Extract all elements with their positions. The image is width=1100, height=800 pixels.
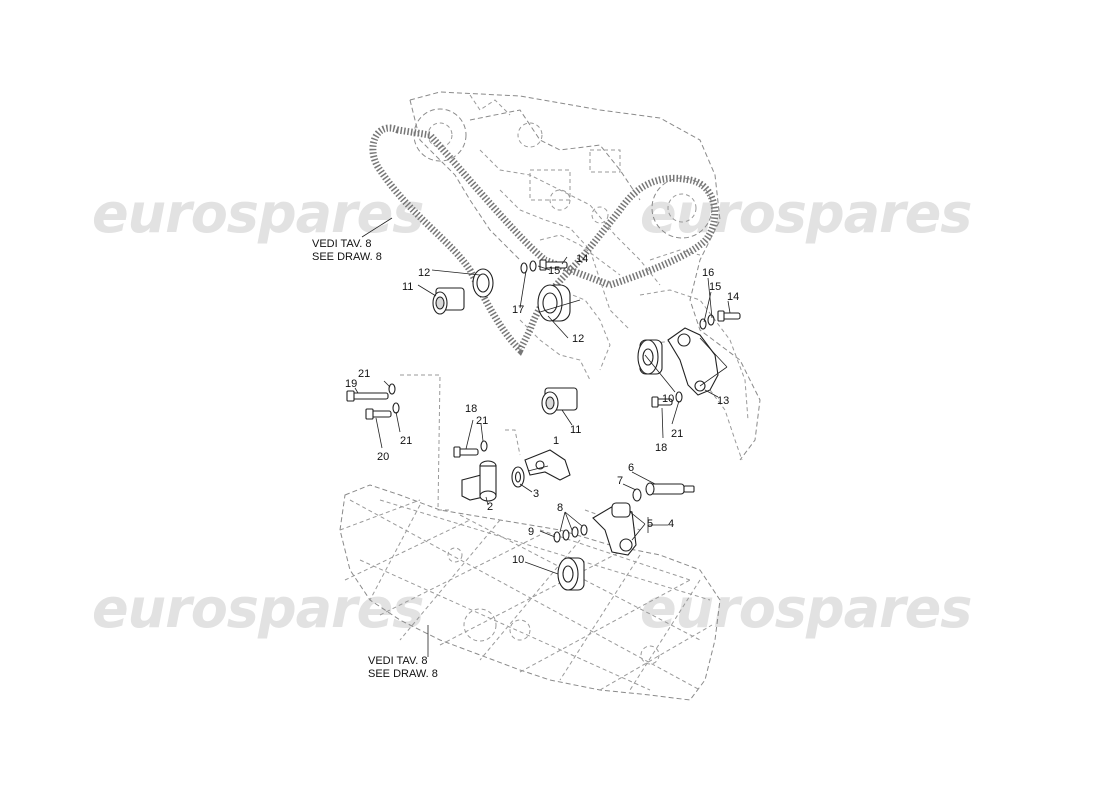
tensioner-arm-lower	[592, 502, 637, 556]
tensioner-bracket-right	[667, 327, 719, 396]
timing-belt	[369, 124, 719, 356]
roller-bush-top	[432, 287, 465, 315]
tensioner-bracket-middle	[524, 449, 571, 481]
callout-21-right: 21	[671, 428, 683, 440]
watermark-top-right: eurospares	[640, 182, 971, 245]
callout-19: 19	[345, 378, 357, 390]
stud-washer	[632, 488, 642, 502]
callout-11-middle: 11	[570, 424, 581, 436]
watermark-top-left: eurospares	[92, 182, 423, 245]
callout-13: 13	[717, 395, 729, 407]
callout-21-middle: 21	[476, 415, 488, 427]
callout-4: 4	[668, 518, 674, 530]
callout-7: 7	[617, 475, 623, 487]
reference-notes: VEDI TAV. 8 SEE DRAW. 8 VEDI TAV. 8 SEE …	[312, 238, 438, 680]
bolts-left	[346, 383, 400, 420]
callout-6: 6	[628, 462, 634, 474]
idler-pulley-lower	[557, 557, 585, 591]
callout-2: 2	[487, 501, 493, 513]
note-bottom-line1: VEDI TAV. 8	[368, 655, 428, 667]
callout-14-top: 14	[576, 253, 588, 265]
stud-bolt	[645, 482, 695, 496]
callout-9: 9	[528, 526, 534, 538]
parts	[346, 259, 741, 591]
bolt-washer-top	[520, 259, 568, 274]
callout-16: 16	[702, 267, 714, 279]
callout-17: 17	[512, 304, 524, 316]
tensioner-pin	[461, 460, 497, 502]
callout-3: 3	[533, 488, 539, 500]
watermark-bottom-right: eurospares	[640, 577, 971, 640]
roller-bush-middle	[541, 387, 578, 415]
callout-18-right: 18	[655, 442, 667, 454]
callout-20: 20	[377, 451, 389, 463]
note-top-line2: SEE DRAW. 8	[312, 251, 382, 263]
note-top-line1: VEDI TAV. 8	[312, 238, 372, 250]
spacer-washer	[511, 466, 525, 488]
callout-10-right: 10	[662, 393, 674, 405]
washer-set	[553, 524, 588, 543]
bolt-washer-right	[699, 310, 741, 330]
callout-1: 1	[553, 435, 559, 447]
watermark-bottom-left: eurospares	[92, 577, 423, 640]
part-callouts: 12 11 14 15 17 12 16 15 14 10 13 21 18 1…	[345, 253, 739, 566]
callout-15-top: 15	[548, 265, 560, 277]
callout-12-middle: 12	[572, 333, 584, 345]
callout-14-right: 14	[727, 291, 739, 303]
callout-15-right: 15	[709, 281, 721, 293]
callout-8: 8	[557, 502, 563, 514]
idler-pulley-right	[637, 339, 663, 375]
callout-10-lower: 10	[512, 554, 524, 566]
seal-ring-top	[472, 268, 494, 298]
callout-18-middle: 18	[465, 403, 477, 415]
tensioner-roller-large	[537, 284, 571, 322]
callout-21-left-bottom: 21	[400, 435, 412, 447]
note-bottom-line2: SEE DRAW. 8	[368, 668, 438, 680]
leader-lines	[354, 217, 731, 657]
watermark-layer: eurospares eurospares eurospares eurospa…	[92, 182, 972, 640]
callout-5: 5	[647, 518, 653, 530]
callout-21-left-top: 21	[358, 368, 370, 380]
assembly-lines	[400, 339, 681, 531]
bolt-washer-middle-left	[453, 440, 488, 458]
callout-12-top: 12	[418, 267, 430, 279]
bolt-washer-right-lower	[651, 391, 683, 408]
callout-11-top: 11	[402, 281, 413, 293]
